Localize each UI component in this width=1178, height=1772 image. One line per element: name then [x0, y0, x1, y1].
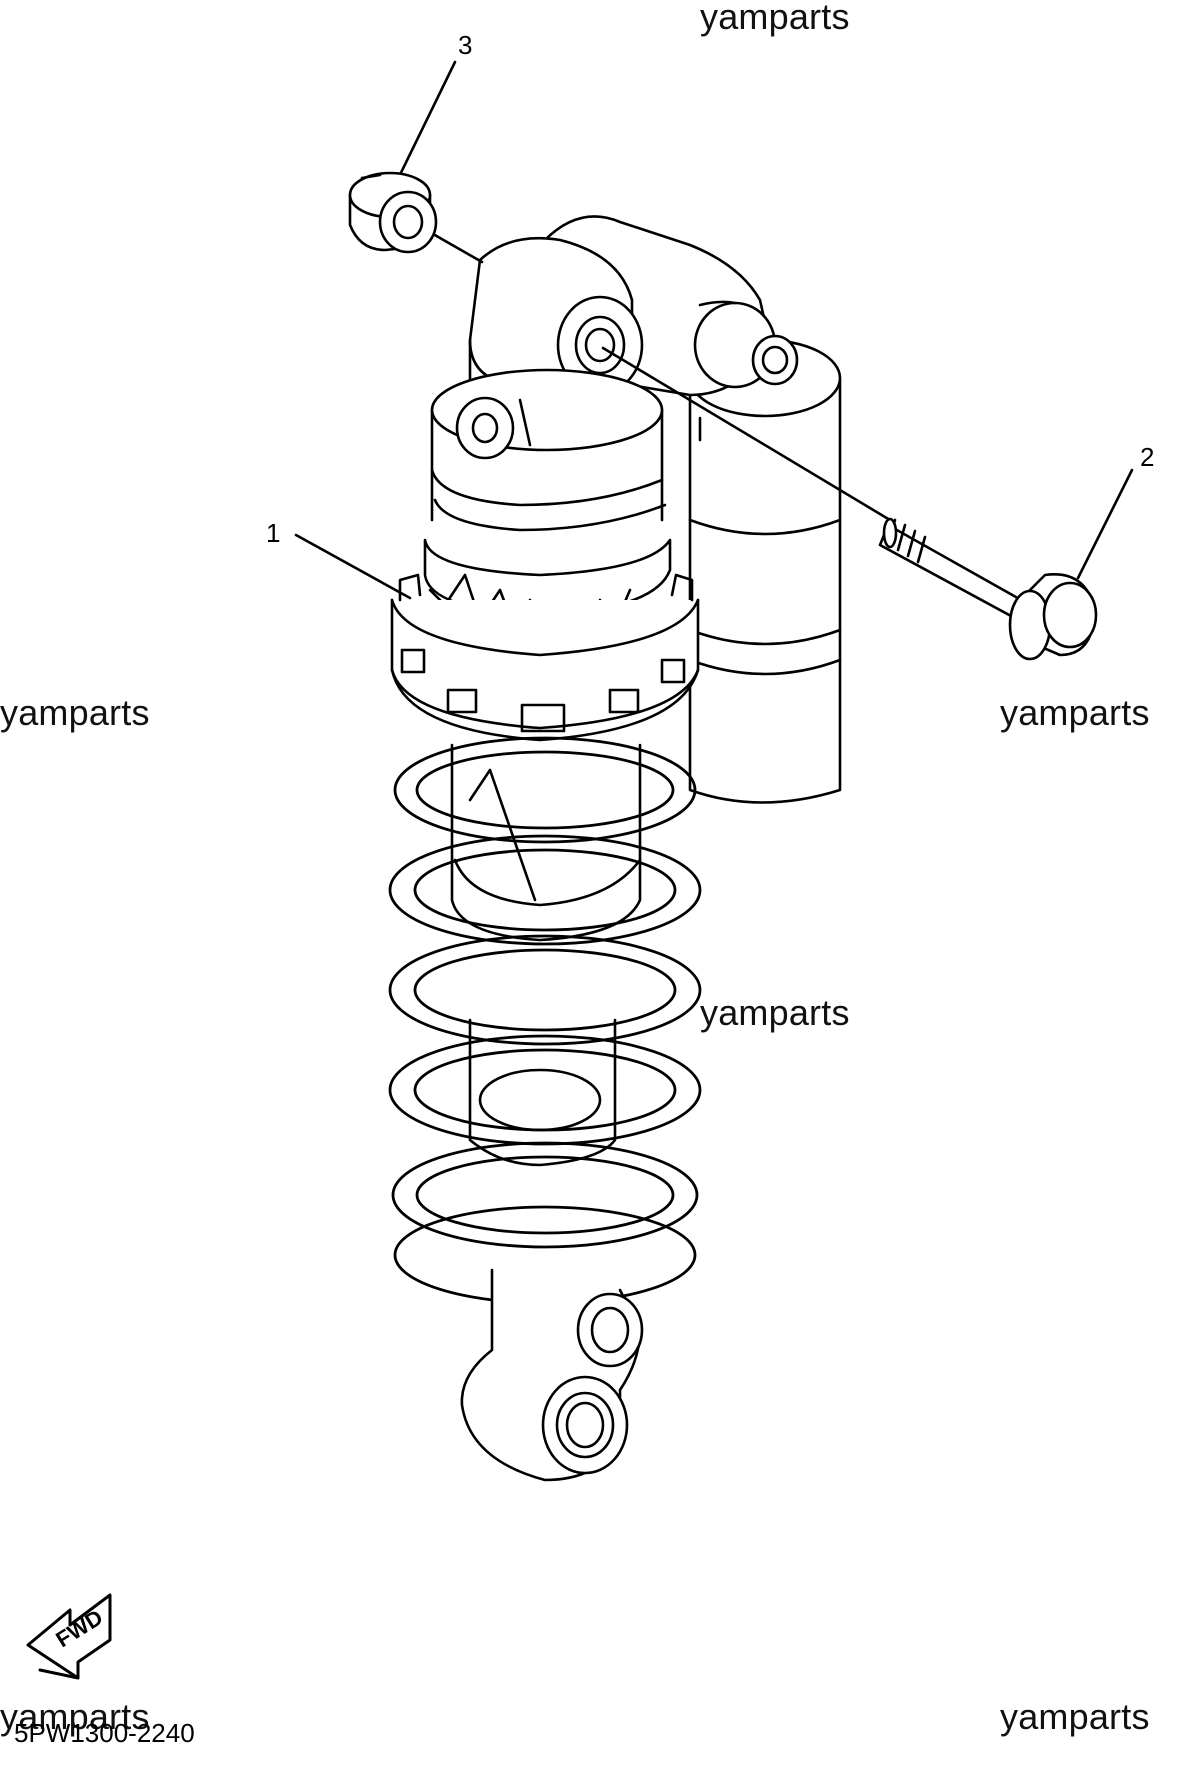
watermark-left: yamparts: [0, 692, 150, 733]
diagram-code: 5PW1300-2240: [14, 1718, 195, 1748]
watermark-bottom-right: yamparts: [1000, 1696, 1150, 1737]
flange-nut: [348, 171, 484, 264]
lower-mount: [460, 1268, 644, 1482]
coil-spring: [388, 736, 702, 1305]
leader-lines: [294, 60, 1134, 600]
callout-2: 2: [1140, 442, 1155, 472]
bolt: [601, 346, 1098, 661]
fwd-arrow-icon: [26, 1593, 112, 1680]
cylinder-cap: [430, 368, 667, 532]
spring-seat: [390, 573, 700, 742]
callout-1: 1: [266, 518, 281, 548]
watermark-bottom-left: yamparts: [0, 1696, 150, 1737]
top-mount-head: [468, 215, 799, 422]
reservoir: [688, 338, 842, 804]
watermark-right: yamparts: [1000, 692, 1150, 733]
watermark-top: yamparts: [700, 0, 850, 37]
watermark-center: yamparts: [700, 992, 850, 1033]
callout-3: 3: [458, 30, 473, 60]
